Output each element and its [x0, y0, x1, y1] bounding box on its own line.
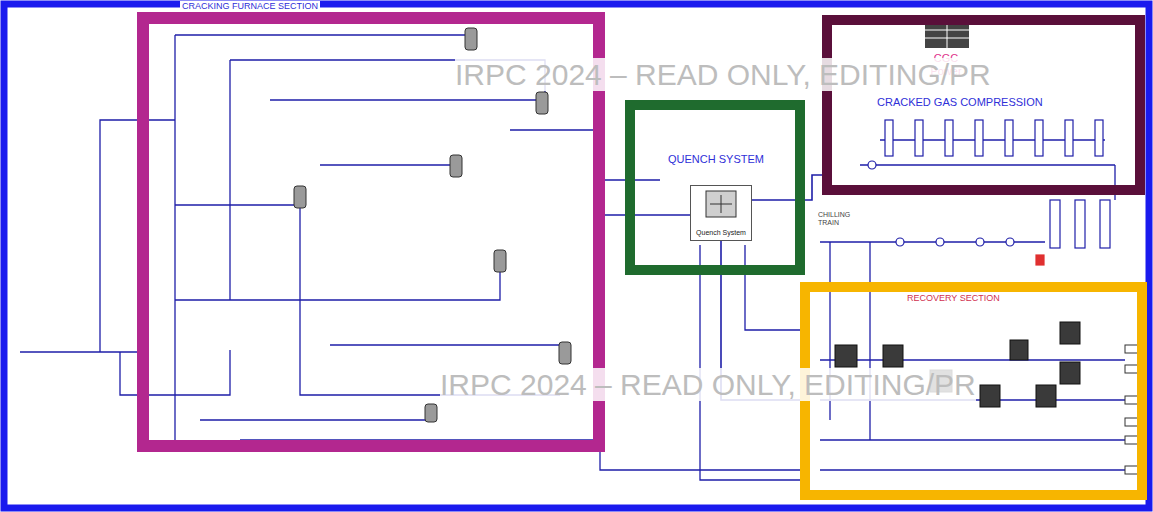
column-symbol [1100, 200, 1110, 248]
process-stream [605, 214, 690, 216]
drum-symbol [1065, 120, 1073, 156]
quench-section-frame: QUENCH SYSTEM Quench System [625, 100, 805, 275]
exchanger-symbol [1006, 238, 1014, 246]
outer-frame [4, 4, 1149, 508]
furnace-symbol [536, 92, 548, 114]
furnace-symbol [294, 186, 306, 208]
process-line [300, 195, 560, 395]
drum-symbol [885, 120, 893, 156]
section-heading: CRACKING FURNACE SECTION [180, 1, 320, 11]
compressor-icons [868, 120, 1103, 169]
process-stream [752, 175, 822, 200]
product-box [1125, 436, 1139, 444]
cgc-icon [925, 22, 969, 48]
section-heading: RECOVERY SECTION [905, 293, 1002, 303]
process-line [820, 359, 1125, 360]
process-line [175, 34, 470, 35]
section-label: CHILLING TRAIN [818, 211, 858, 226]
drum-symbol [1035, 120, 1043, 156]
chilling-train-icons [896, 200, 1110, 265]
product-box [1125, 418, 1139, 426]
exchanger-symbol [936, 238, 944, 246]
process-line [510, 130, 660, 180]
quench-tower-symbol [706, 191, 736, 217]
process-line [320, 164, 455, 165]
column-block [980, 385, 1000, 407]
furnace-symbol [559, 342, 571, 364]
drum-symbol [945, 120, 953, 156]
power-icon [925, 22, 969, 48]
quench-tower-detail [710, 195, 732, 213]
process-line [745, 245, 800, 330]
column-block [883, 345, 903, 367]
valve-symbol [1036, 255, 1044, 265]
process-line [820, 469, 1125, 470]
watermark: IRPC 2024 – READ ONLY, EDITING/PR [440, 368, 976, 401]
process-line [869, 242, 870, 440]
furnace-symbol [425, 404, 437, 422]
column-block [1060, 362, 1080, 384]
furnace-symbol [465, 28, 477, 50]
product-box [1125, 396, 1139, 404]
product-box [1125, 466, 1139, 474]
furnace-symbol [494, 250, 506, 272]
feed-line [20, 351, 140, 352]
column-block [1010, 340, 1028, 360]
process-line [200, 412, 430, 420]
compression-section-frame: CGC PowerCRACKED GAS COMPRESSION [822, 15, 1145, 195]
watermark: IRPC 2024 – READ ONLY, EDITING/PR [455, 58, 991, 91]
process-line [175, 260, 500, 300]
product-box [1125, 345, 1139, 353]
product-box [1125, 365, 1139, 373]
drum-symbol [1005, 120, 1013, 156]
column-symbol [1050, 200, 1060, 248]
drum-symbol [915, 120, 923, 156]
process-line [270, 99, 540, 100]
compressor-symbol [868, 161, 876, 169]
section-title: CRACKED GAS COMPRESSION [875, 96, 1045, 109]
process-line [330, 344, 565, 345]
quench-icon [704, 189, 738, 219]
product-boxes [1125, 345, 1139, 474]
column-block [835, 345, 857, 367]
process-lines [20, 35, 1125, 480]
column-block [1036, 385, 1056, 407]
column-symbol [1075, 200, 1085, 248]
column-block [1060, 322, 1080, 344]
power-icon-grid [925, 22, 969, 48]
process-line [820, 439, 1125, 440]
section-heading: Quench System [696, 229, 746, 237]
section-heading: QUENCH SYSTEM [668, 153, 764, 166]
exchanger-symbol [976, 238, 984, 246]
drum-symbol [1095, 120, 1103, 156]
process-line [860, 164, 1115, 165]
quench-block: Quench System [690, 185, 752, 241]
furnace-symbol [450, 155, 462, 177]
drum-symbol [975, 120, 983, 156]
process-line [700, 245, 800, 480]
exchanger-symbol [896, 238, 904, 246]
process-line [174, 35, 175, 440]
process-line [175, 204, 300, 205]
process-line [229, 60, 230, 300]
